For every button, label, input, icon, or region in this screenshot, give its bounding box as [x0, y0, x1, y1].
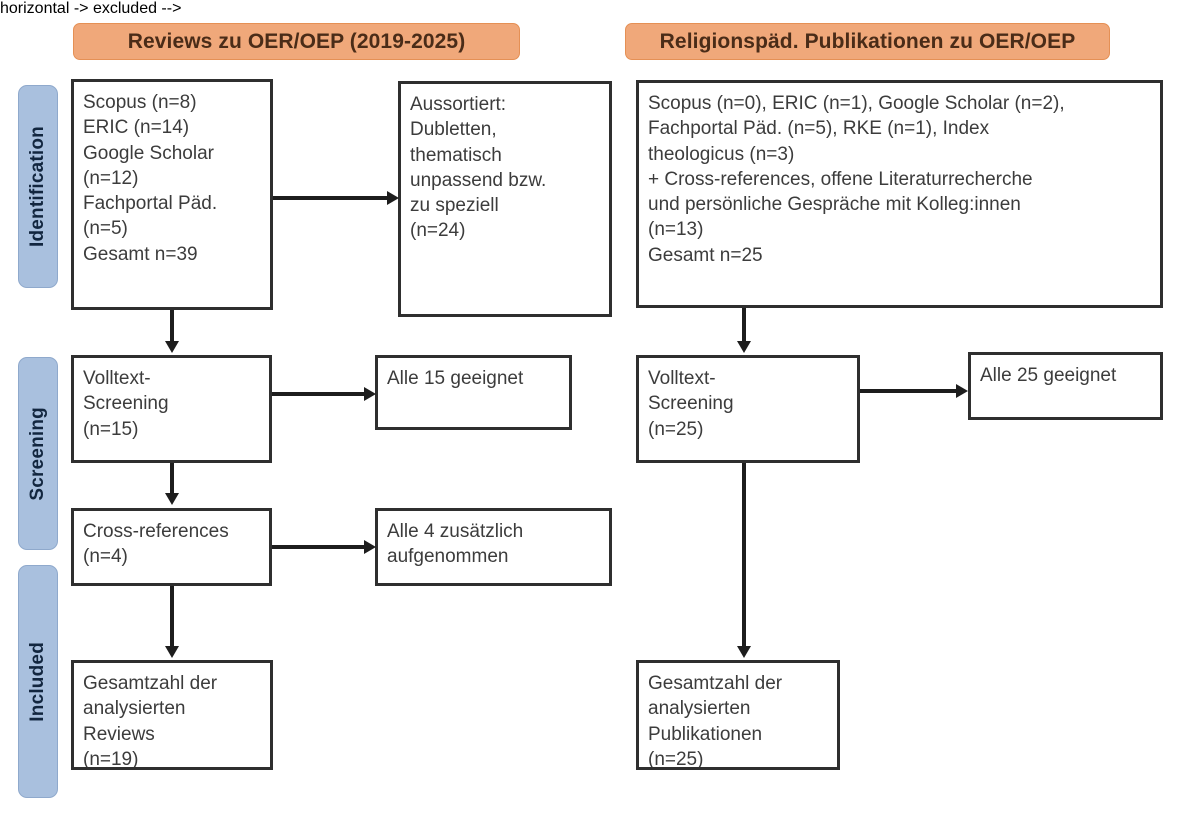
arrow-head-crossref-to-added — [364, 540, 376, 554]
box-included-publications: Gesamtzahl der analysierten Publikatione… — [636, 660, 840, 770]
arrow-head-sources-to-excluded — [387, 191, 399, 205]
stage-label-included: Included — [18, 565, 58, 798]
box-fulltext-screening-right: Volltext- Screening (n=25) — [636, 355, 860, 463]
arrow-head-sources-to-fulltext-left — [165, 341, 179, 353]
arrow-head-fulltext-to-suitable-right — [956, 384, 968, 398]
box-included-reviews: Gesamtzahl der analysierten Reviews (n=1… — [71, 660, 273, 770]
connector-fulltext-to-suitable-right — [860, 389, 956, 393]
box-all-suitable-right: Alle 25 geeignet — [968, 352, 1163, 420]
connector-fulltext-to-crossref — [170, 463, 174, 495]
arrow-head-fulltext-to-suitable-left — [364, 387, 376, 401]
box-all-suitable-left: Alle 15 geeignet — [375, 355, 572, 430]
arrow-head-fulltext-to-included-right — [737, 646, 751, 658]
arrow-head-crossref-to-included-left — [165, 646, 179, 658]
box-sources-right: Scopus (n=0), ERIC (n=1), Google Scholar… — [636, 80, 1163, 308]
box-excluded-records: Aussortiert: Dubletten, thematisch unpas… — [398, 81, 612, 317]
connector-crossref-to-included-left — [170, 586, 174, 648]
connector-crossref-to-added — [272, 545, 364, 549]
box-cross-references-added: Alle 4 zusätzlich aufgenommen — [375, 508, 612, 586]
connector-sources-to-excluded — [273, 196, 387, 200]
box-sources-left: Scopus (n=8) ERIC (n=14) Google Scholar … — [71, 79, 273, 310]
stage-label-screening: Screening — [18, 357, 58, 550]
connector-sources-to-fulltext-right — [742, 308, 746, 343]
stage-label-identification-text: Identification — [27, 125, 48, 248]
connector-sources-to-fulltext-left — [170, 310, 174, 343]
stage-label-included-text: Included — [27, 641, 48, 722]
arrow-head-fulltext-to-crossref — [165, 493, 179, 505]
connector-fulltext-to-suitable-left — [272, 392, 364, 396]
box-fulltext-screening-left: Volltext- Screening (n=15) — [71, 355, 272, 463]
column-header-reviews: Reviews zu OER/OEP (2019-2025) — [73, 23, 520, 60]
connector-fulltext-to-included-right — [742, 463, 746, 648]
stage-label-screening-text: Screening — [27, 406, 48, 501]
stage-label-identification: Identification — [18, 85, 58, 288]
box-cross-references: Cross-references (n=4) — [71, 508, 272, 586]
column-header-publications: Religionspäd. Publikationen zu OER/OEP — [625, 23, 1110, 60]
arrow-head-sources-to-fulltext-right — [737, 341, 751, 353]
